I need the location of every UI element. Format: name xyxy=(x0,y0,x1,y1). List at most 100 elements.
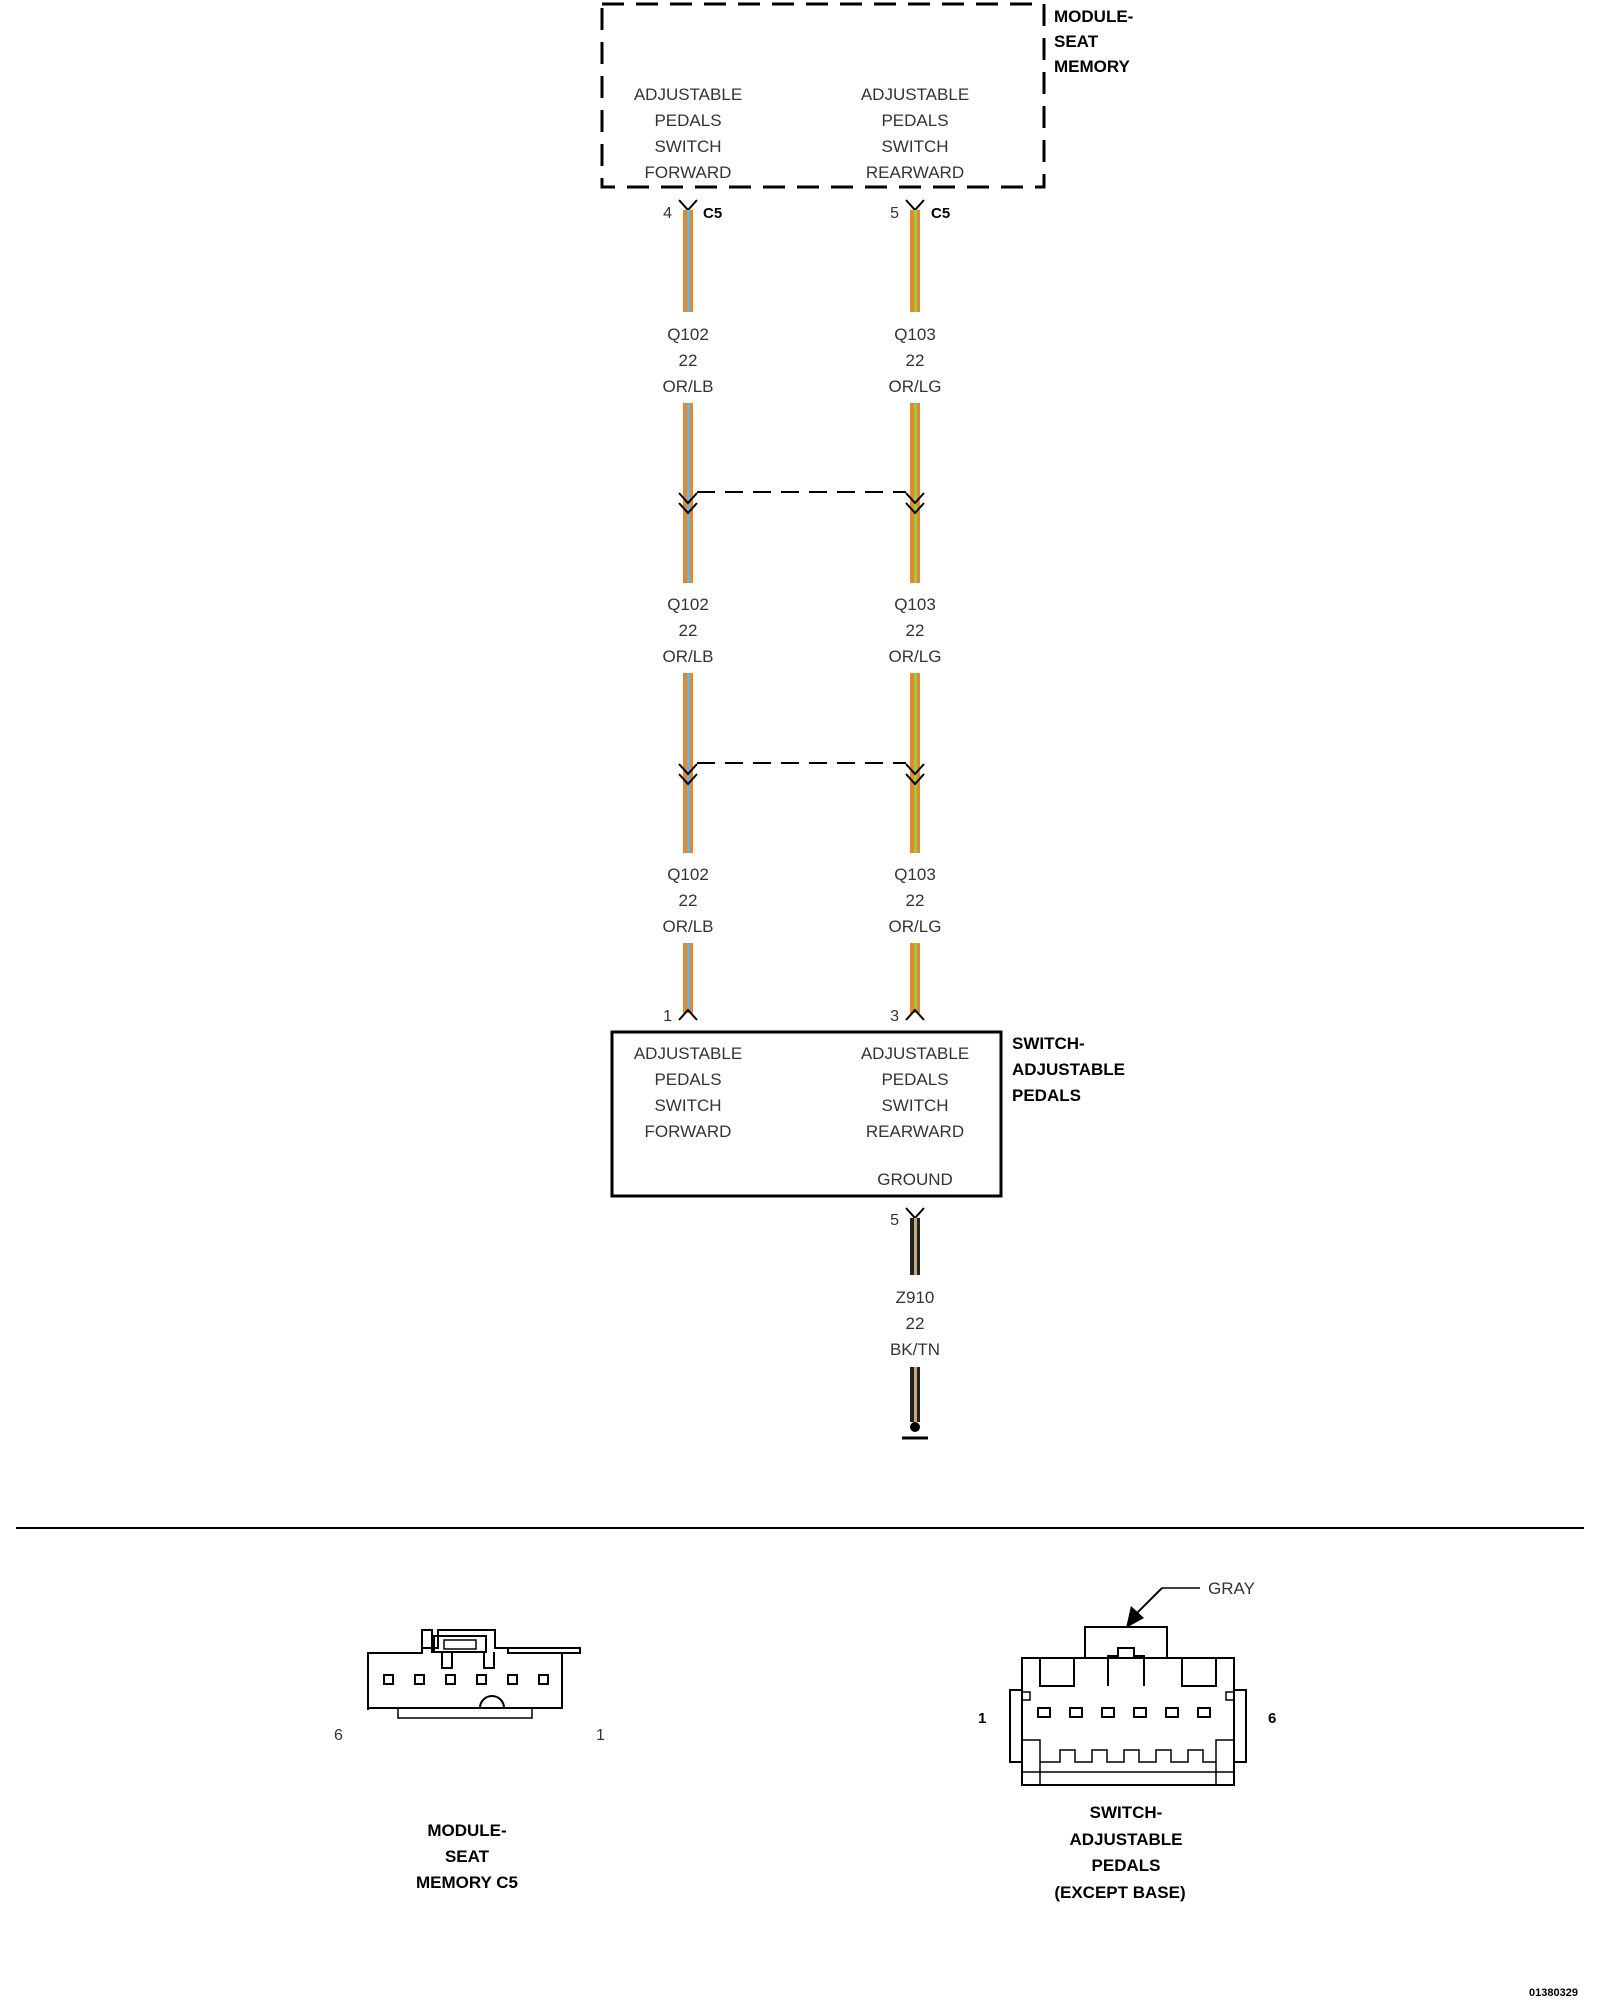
wire-right-color-2: OR/LG xyxy=(889,647,942,666)
wire-right-circuit-1: Q103 xyxy=(894,325,936,344)
module-right-func-4: REARWARD xyxy=(866,163,964,182)
switch-connector-cavity xyxy=(1069,1707,1083,1718)
switch-connector-label-4: (EXCEPT BASE) xyxy=(1054,1883,1185,1902)
wire-right-gauge-1: 22 xyxy=(906,351,925,370)
wire-ground-gauge: 22 xyxy=(906,1314,925,1333)
module-seat-memory-box xyxy=(600,2,1046,189)
switch-title-line-2: ADJUSTABLE xyxy=(1012,1060,1125,1079)
wire-right-color-3: OR/LG xyxy=(889,917,942,936)
module-title-line-1: MODULE- xyxy=(1054,7,1133,26)
switch-left-func-1: ADJUSTABLE xyxy=(634,1044,742,1063)
wire-labels-set-1: Q102 22 OR/LB Q103 22 OR/LG xyxy=(662,325,941,396)
inline-2-left-male-icon xyxy=(678,763,698,776)
module-c5-label-3: MEMORY C5 xyxy=(416,1873,518,1892)
inline-connector-1 xyxy=(678,491,925,515)
switch-terminal-ground-icon xyxy=(905,1207,925,1220)
wire-left-gauge-3: 22 xyxy=(679,891,698,910)
module-pin-left: 4 xyxy=(663,205,672,222)
module-seat-memory-title: MODULE- SEAT MEMORY xyxy=(1054,7,1133,76)
wire-right-seg-3 xyxy=(910,673,920,853)
wire-ground-seg-1 xyxy=(910,1218,920,1275)
wire-left-gauge-2: 22 xyxy=(679,621,698,640)
module-connector-left: C5 xyxy=(703,205,722,222)
module-right-function: ADJUSTABLE PEDALS SWITCH REARWARD xyxy=(861,85,969,182)
switch-connector-cavity xyxy=(1101,1707,1115,1718)
wire-left-color-2: OR/LB xyxy=(662,647,713,666)
switch-right-func-2: PEDALS xyxy=(881,1070,948,1089)
module-left-func-2: PEDALS xyxy=(654,111,721,130)
inline-1-left-male-icon xyxy=(678,492,698,505)
inline-2-left-female-icon xyxy=(678,773,698,786)
switch-title-line-3: PEDALS xyxy=(1012,1086,1081,1105)
wire-left-circuit-2: Q102 xyxy=(667,595,709,614)
wire-right-gauge-2: 22 xyxy=(906,621,925,640)
switch-connector-cavity xyxy=(1133,1707,1147,1718)
wire-left-circuit-3: Q102 xyxy=(667,865,709,884)
switch-pin-left: 1 xyxy=(663,1008,672,1025)
wire-right-seg-1 xyxy=(910,210,920,312)
switch-connector-cavity xyxy=(1037,1707,1051,1718)
module-c5-pin-left: 6 xyxy=(334,1727,343,1744)
module-terminal-left-icon xyxy=(678,199,698,212)
switch-connector-pin-right: 6 xyxy=(1268,1710,1276,1727)
wire-ground-seg-2 xyxy=(910,1367,920,1422)
switch-right-func-4: REARWARD xyxy=(866,1122,964,1141)
module-c5-label: MODULE- SEAT MEMORY C5 xyxy=(416,1821,518,1892)
wire-right-seg-4 xyxy=(910,943,920,1013)
switch-title: SWITCH- ADJUSTABLE PEDALS xyxy=(1012,1034,1125,1105)
module-right-func-1: ADJUSTABLE xyxy=(861,85,969,104)
inline-1-right-male-icon xyxy=(905,492,925,505)
wire-right-seg-2 xyxy=(910,403,920,583)
switch-pin-right: 3 xyxy=(890,1008,899,1025)
module-pin-right: 5 xyxy=(890,205,899,222)
switch-right-function: ADJUSTABLE PEDALS SWITCH REARWARD GROUND xyxy=(861,1044,969,1189)
module-c5-cavities xyxy=(383,1674,549,1685)
ground-symbol-icon xyxy=(902,1422,928,1440)
inline-connector-2 xyxy=(678,762,925,786)
module-c5-cavity xyxy=(445,1674,456,1685)
module-connector-right: C5 xyxy=(931,205,950,222)
module-c5-connector-view xyxy=(367,1629,581,1719)
wire-left-seg-3 xyxy=(683,673,693,853)
switch-connector-cavity xyxy=(1165,1707,1179,1718)
wire-right-gauge-3: 22 xyxy=(906,891,925,910)
wire-left-circuit-1: Q102 xyxy=(667,325,709,344)
switch-connector-view xyxy=(1009,1626,1247,1786)
switch-ground-label: GROUND xyxy=(877,1170,953,1189)
switch-connector-cavities xyxy=(1037,1707,1211,1718)
module-c5-cavity xyxy=(383,1674,394,1685)
switch-connector-pin-left: 1 xyxy=(978,1710,986,1727)
module-right-func-3: SWITCH xyxy=(881,137,948,156)
module-c5-cavity xyxy=(414,1674,425,1685)
module-title-line-2: SEAT xyxy=(1054,32,1099,51)
wire-right-color-1: OR/LG xyxy=(889,377,942,396)
inline-1-left-female-icon xyxy=(678,502,698,515)
module-right-func-2: PEDALS xyxy=(881,111,948,130)
switch-left-function: ADJUSTABLE PEDALS SWITCH FORWARD xyxy=(634,1044,742,1141)
switch-adjustable-pedals-box xyxy=(610,1030,1003,1198)
switch-connector-label-1: SWITCH- xyxy=(1090,1803,1163,1822)
wire-ground-circuit: Z910 xyxy=(896,1288,935,1307)
module-c5-cavity xyxy=(476,1674,487,1685)
module-c5-label-2: SEAT xyxy=(445,1847,490,1866)
wire-labels-set-2: Q102 22 OR/LB Q103 22 OR/LG xyxy=(662,595,941,666)
switch-connector-label-2: ADJUSTABLE xyxy=(1069,1830,1182,1849)
wire-ground-color: BK/TN xyxy=(890,1340,940,1359)
switch-pin-ground: 5 xyxy=(890,1212,899,1229)
wire-left-color-1: OR/LB xyxy=(662,377,713,396)
wire-right-circuit-3: Q103 xyxy=(894,865,936,884)
switch-connector-cavity xyxy=(1197,1707,1211,1718)
wire-left-color-3: OR/LB xyxy=(662,917,713,936)
module-left-func-1: ADJUSTABLE xyxy=(634,85,742,104)
wire-ground-labels: Z910 22 BK/TN xyxy=(890,1288,940,1359)
module-c5-label-1: MODULE- xyxy=(427,1821,506,1840)
module-left-func-4: FORWARD xyxy=(645,163,732,182)
switch-connector-label: SWITCH- ADJUSTABLE PEDALS (EXCEPT BASE) xyxy=(1054,1803,1185,1902)
wire-left-gauge-1: 22 xyxy=(679,351,698,370)
module-title-line-3: MEMORY xyxy=(1054,57,1131,76)
switch-title-line-1: SWITCH- xyxy=(1012,1034,1085,1053)
inline-2-right-male-icon xyxy=(905,763,925,776)
document-id: 01380329 xyxy=(1529,1987,1578,1999)
switch-connector-color-callout: GRAY xyxy=(1208,1579,1255,1598)
inline-1-right-female-icon xyxy=(905,502,925,515)
